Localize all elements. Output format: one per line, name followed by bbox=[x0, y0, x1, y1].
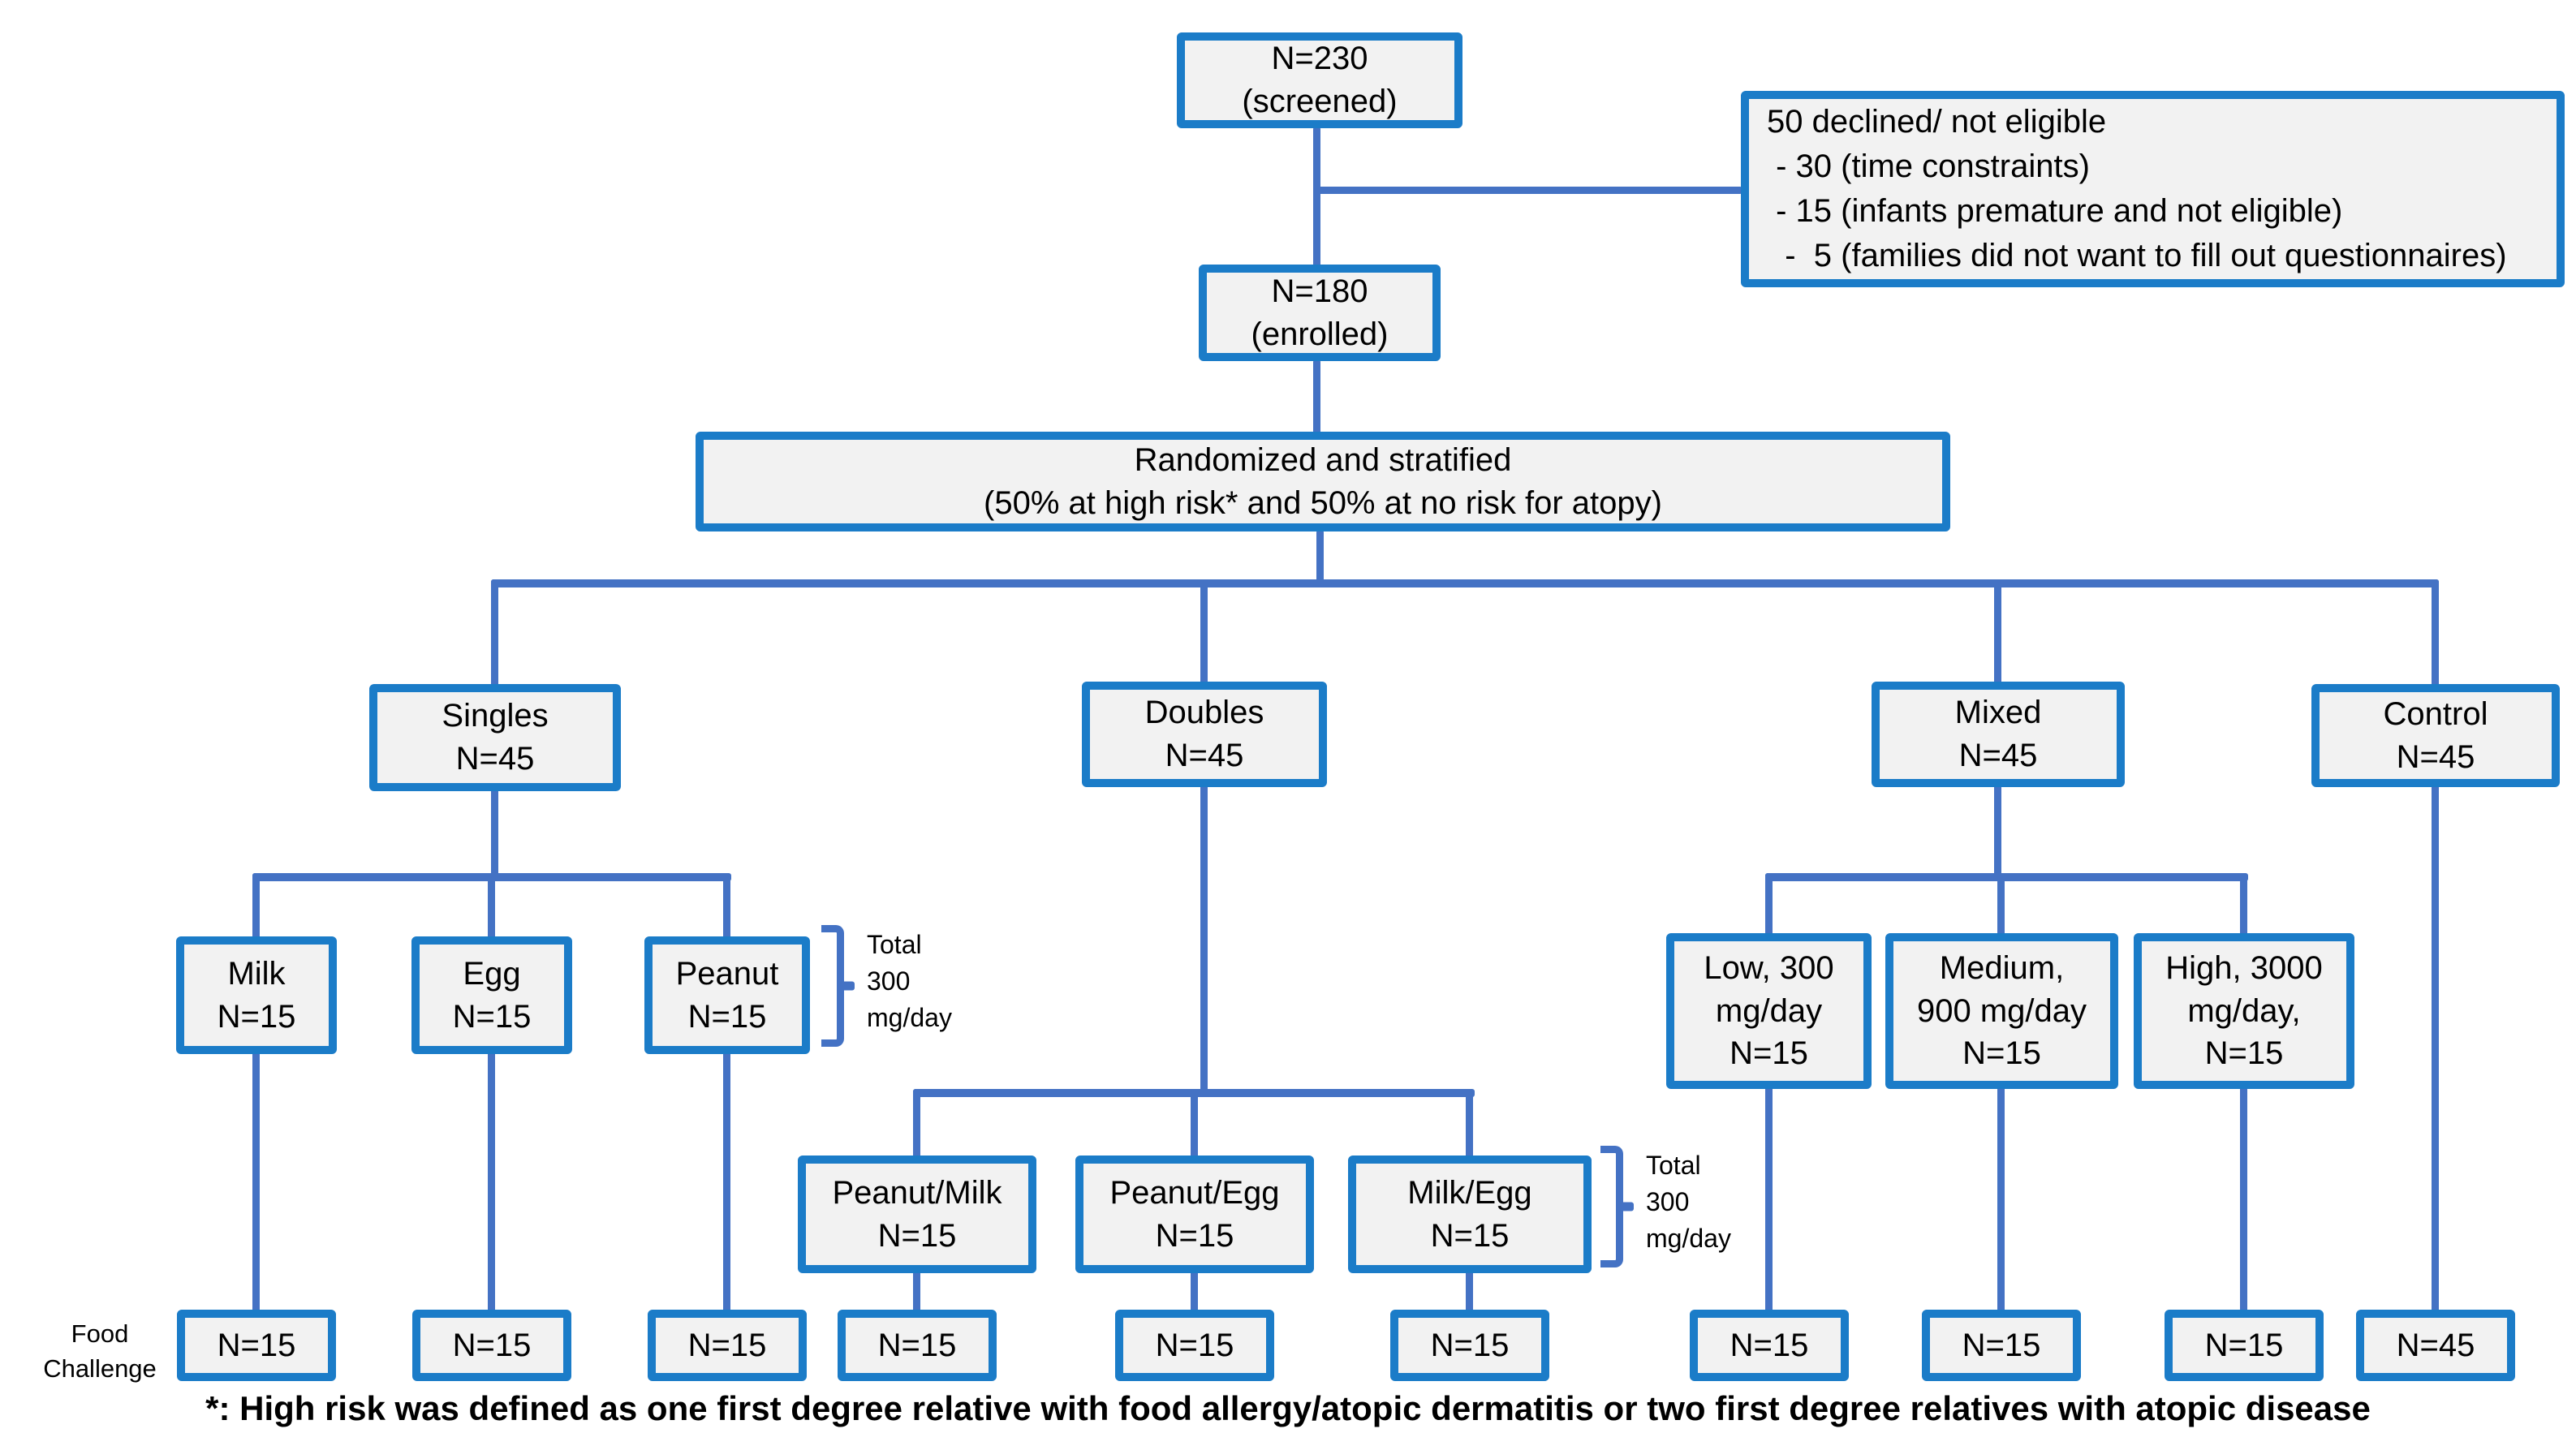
food-challenge-label: Food Challenge bbox=[43, 1319, 157, 1384]
connector bbox=[2432, 579, 2439, 686]
node-declined: 50 declined/ not eligible - 30 (time con… bbox=[1741, 91, 2565, 287]
node-fc-peanut: N=15 bbox=[648, 1310, 807, 1381]
connector bbox=[2240, 873, 2247, 936]
connector bbox=[1765, 1087, 1773, 1313]
connector bbox=[1466, 1089, 1473, 1159]
connector bbox=[491, 579, 498, 686]
connector bbox=[488, 873, 495, 940]
node-milk: Milk N=15 bbox=[176, 936, 337, 1054]
total-dose-bracket-singles bbox=[821, 925, 844, 1047]
connector bbox=[1200, 579, 1208, 684]
connector bbox=[1316, 187, 1742, 194]
node-arm-doubles: Doubles N=45 bbox=[1082, 682, 1327, 787]
node-arm-control: Control N=45 bbox=[2311, 684, 2560, 787]
node-fc-egg: N=15 bbox=[412, 1310, 571, 1381]
connector bbox=[491, 579, 2439, 587]
connector bbox=[491, 787, 498, 878]
connector bbox=[2240, 1087, 2247, 1313]
node-fc-peanut-egg: N=15 bbox=[1115, 1310, 1274, 1381]
node-low-dose: Low, 300 mg/day N=15 bbox=[1666, 933, 1872, 1089]
connector bbox=[723, 1052, 730, 1313]
node-fc-control: N=45 bbox=[2356, 1310, 2515, 1381]
connector bbox=[1191, 1089, 1198, 1159]
total-dose-note-singles: Total 300 mg/day bbox=[867, 930, 952, 1032]
node-peanut-egg: Peanut/Egg N=15 bbox=[1075, 1156, 1314, 1273]
node-peanut: Peanut N=15 bbox=[644, 936, 810, 1054]
connector bbox=[252, 873, 260, 940]
node-milk-egg: Milk/Egg N=15 bbox=[1348, 1156, 1592, 1273]
connector bbox=[913, 1089, 920, 1159]
total-dose-bracket-doubles bbox=[1600, 1146, 1623, 1267]
node-screened: N=230 (screened) bbox=[1177, 32, 1462, 128]
node-medium-dose: Medium, 900 mg/day N=15 bbox=[1885, 933, 2118, 1089]
node-fc-medium: N=15 bbox=[1922, 1310, 2081, 1381]
high-risk-footnote: *: High risk was defined as one first de… bbox=[205, 1389, 2371, 1427]
node-arm-mixed: Mixed N=45 bbox=[1872, 682, 2125, 787]
connector bbox=[1997, 1087, 2005, 1313]
node-fc-high: N=15 bbox=[2165, 1310, 2324, 1381]
node-enrolled: N=180 (enrolled) bbox=[1199, 265, 1441, 361]
connector bbox=[1313, 127, 1320, 268]
connector bbox=[913, 1271, 920, 1313]
node-peanut-milk: Peanut/Milk N=15 bbox=[798, 1156, 1036, 1273]
connector bbox=[723, 873, 730, 940]
connector bbox=[1765, 873, 2248, 881]
node-randomized: Randomized and stratified (50% at high r… bbox=[696, 432, 1950, 531]
node-egg: Egg N=15 bbox=[411, 936, 572, 1054]
connector bbox=[1994, 784, 2001, 878]
node-fc-milk-egg: N=15 bbox=[1390, 1310, 1549, 1381]
node-fc-milk: N=15 bbox=[177, 1310, 336, 1381]
total-dose-note-doubles: Total 300 mg/day bbox=[1646, 1151, 1731, 1253]
node-arm-singles: Singles N=45 bbox=[369, 684, 621, 791]
connector bbox=[1466, 1271, 1473, 1313]
node-high-dose: High, 3000 mg/day, N=15 bbox=[2134, 933, 2354, 1089]
connector bbox=[252, 1052, 260, 1313]
connector bbox=[488, 1052, 495, 1313]
connector bbox=[1313, 359, 1320, 434]
node-fc-low: N=15 bbox=[1690, 1310, 1849, 1381]
connector bbox=[1191, 1271, 1198, 1313]
connector bbox=[1765, 873, 1773, 936]
connector bbox=[1200, 784, 1208, 1095]
connector bbox=[2432, 784, 2439, 1313]
connector bbox=[1997, 873, 2005, 936]
connector bbox=[1316, 530, 1324, 585]
connector bbox=[1994, 579, 2001, 684]
node-fc-peanut-milk: N=15 bbox=[838, 1310, 997, 1381]
